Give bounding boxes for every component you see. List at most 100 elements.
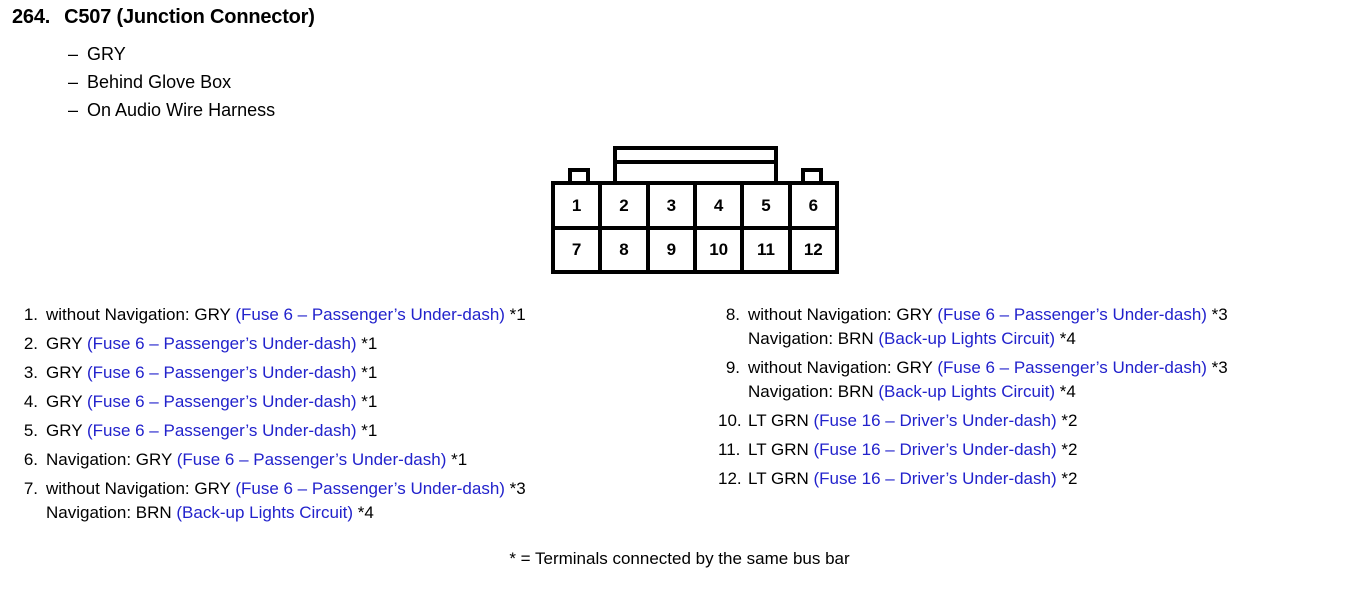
footnote-marker: *1 [356, 334, 378, 353]
pin-description-line: LT GRN (Fuse 16 – Driver’s Under-dash) *… [748, 409, 1348, 433]
pin-description-line: GRY (Fuse 6 – Passenger’s Under-dash) *1 [46, 332, 706, 356]
pin-list-text: LT GRN (Fuse 16 – Driver’s Under-dash) *… [748, 409, 1348, 433]
footnote-marker: *3 [1206, 358, 1228, 377]
pin-list-text: without Navigation: GRY (Fuse 6 – Passen… [748, 356, 1348, 404]
footnote-marker: *2 [1056, 469, 1078, 488]
pin-description-line: GRY (Fuse 6 – Passenger’s Under-dash) *1 [46, 361, 706, 385]
footnote-marker: *3 [1206, 305, 1228, 324]
pin-list-item: 10. LT GRN (Fuse 16 – Driver’s Under-dash… [718, 409, 1348, 433]
pin-list-item: 1. without Navigation: GRY (Fuse 6 – Pass… [16, 303, 706, 327]
pin-list-text: Navigation: GRY (Fuse 6 – Passenger’s Un… [46, 448, 706, 472]
pin-cell-12: 12 [803, 240, 823, 260]
footnote-marker: *1 [356, 363, 378, 382]
attribute-line: –GRY [68, 40, 275, 68]
wire-color-label: LT GRN [748, 469, 814, 488]
pin-list-item: 9. without Navigation: GRY (Fuse 6 – Pass… [718, 356, 1348, 404]
wire-color-label: Navigation: BRN [748, 329, 879, 348]
pin-description-line: LT GRN (Fuse 16 – Driver’s Under-dash) *… [748, 438, 1348, 462]
pin-list-text: GRY (Fuse 6 – Passenger’s Under-dash) *1 [46, 332, 706, 356]
pin-description-line: LT GRN (Fuse 16 – Driver’s Under-dash) *… [748, 467, 1348, 491]
circuit-reference: (Fuse 16 – Driver’s Under-dash) [813, 469, 1057, 488]
circuit-reference: (Back-up Lights Circuit) [878, 329, 1056, 348]
pin-list-number: 11. [718, 440, 741, 459]
footnote-marker: *1 [446, 450, 468, 469]
pin-list-item: 11. LT GRN (Fuse 16 – Driver’s Under-dash… [718, 438, 1348, 462]
footnote-marker: *1 [356, 392, 378, 411]
pin-list-number: 4. [23, 392, 38, 411]
pin-description-line: without Navigation: GRY (Fuse 6 – Passen… [46, 303, 706, 327]
connector-latch-bar [613, 146, 778, 183]
footnote-marker: *4 [353, 503, 374, 522]
dash-icon: – [68, 44, 79, 64]
pin-cell-2: 2 [602, 185, 650, 226]
pin-list-item: 6. Navigation: GRY (Fuse 6 – Passenger’s … [16, 448, 706, 472]
pin-description-line: GRY (Fuse 6 – Passenger’s Under-dash) *1 [46, 419, 706, 443]
pin-list-text: GRY (Fuse 6 – Passenger’s Under-dash) *1 [46, 419, 706, 443]
wire-color-label: GRY [46, 421, 87, 440]
attribute-line: –On Audio Wire Harness [68, 96, 275, 124]
circuit-reference: (Fuse 6 – Passenger’s Under-dash) [937, 305, 1207, 324]
pin-list-number: 2. [23, 334, 38, 353]
pin-description-line: Navigation: BRN (Back-up Lights Circuit)… [748, 327, 1348, 351]
pin-list-text: GRY (Fuse 6 – Passenger’s Under-dash) *1 [46, 361, 706, 385]
attribute-label: GRY [87, 44, 126, 64]
pin-list-number: 8. [725, 305, 740, 324]
page-title: 264. C507 (Junction Connector) [12, 6, 315, 29]
pin-description-line: without Navigation: GRY (Fuse 6 – Passen… [748, 303, 1348, 327]
attribute-line: –Behind Glove Box [68, 68, 275, 96]
attribute-label: On Audio Wire Harness [87, 100, 276, 120]
circuit-reference: (Back-up Lights Circuit) [176, 503, 354, 522]
pin-list-number: 10. [718, 411, 742, 430]
pin-list-number: 3. [23, 363, 38, 382]
pin-description-line: without Navigation: GRY (Fuse 6 – Passen… [748, 356, 1348, 380]
wire-color-label: Navigation: GRY [46, 450, 177, 469]
wire-color-label: GRY [46, 334, 87, 353]
pin-list-item: 5. GRY (Fuse 6 – Passenger’s Under-dash) … [16, 419, 706, 443]
pin-description-line: GRY (Fuse 6 – Passenger’s Under-dash) *1 [46, 390, 706, 414]
wire-color-label: Navigation: BRN [748, 382, 879, 401]
pin-list-number: 1. [23, 305, 38, 324]
pin-list-number: 7. [23, 479, 38, 498]
pin-list-text: without Navigation: GRY (Fuse 6 – Passen… [46, 303, 706, 327]
wire-color-label: without Navigation: GRY [748, 358, 938, 377]
pin-list-text: LT GRN (Fuse 16 – Driver’s Under-dash) *… [748, 438, 1348, 462]
connector-attributes: –GRY–Behind Glove Box–On Audio Wire Harn… [68, 40, 275, 124]
footnote-marker: *2 [1056, 411, 1078, 430]
pin-list-text: without Navigation: GRY (Fuse 6 – Passen… [748, 303, 1348, 351]
pin-list-number: 6. [23, 450, 38, 469]
pin-cell-11: 11 [744, 229, 792, 270]
pin-list-text: LT GRN (Fuse 16 – Driver’s Under-dash) *… [748, 467, 1348, 491]
pin-cell-7: 7 [555, 229, 603, 270]
pin-list-item: 4. GRY (Fuse 6 – Passenger’s Under-dash) … [16, 390, 706, 414]
pin-cell-9: 9 [650, 229, 697, 270]
pin-list-item: 12.LT GRN (Fuse 16 – Driver’s Under-dash… [718, 467, 1348, 491]
pin-cell-3: 3 [650, 185, 697, 226]
pin-cell-8: 8 [602, 229, 650, 270]
connector-title: C507 (Junction Connector) [64, 6, 315, 28]
pin-cell-5: 5 [744, 185, 792, 226]
footnote-marker: *4 [1055, 382, 1076, 401]
pin-list-number: 5. [23, 421, 38, 440]
pin-description-line: without Navigation: GRY (Fuse 6 – Passen… [46, 477, 706, 501]
footnote-marker: *3 [504, 479, 526, 498]
pin-list-item: 8. without Navigation: GRY (Fuse 6 – Pass… [718, 303, 1348, 351]
attribute-label: Behind Glove Box [87, 72, 232, 92]
pin-list-number: 9. [725, 358, 740, 377]
circuit-reference: (Fuse 16 – Driver’s Under-dash) [813, 411, 1057, 430]
wire-color-label: GRY [46, 363, 87, 382]
dash-icon: – [68, 72, 79, 92]
wire-color-label: GRY [46, 392, 87, 411]
pin-cell-10: 10 [697, 229, 745, 270]
footnote-marker: *2 [1056, 440, 1078, 459]
wire-color-label: without Navigation: GRY [748, 305, 938, 324]
latch-inner-line [617, 160, 774, 164]
circuit-reference: (Fuse 6 – Passenger’s Under-dash) [176, 450, 447, 469]
pin-list-text: without Navigation: GRY (Fuse 6 – Passen… [46, 477, 706, 525]
wire-color-label: without Navigation: GRY [46, 479, 236, 498]
wire-color-label: Navigation: BRN [46, 503, 177, 522]
pin-description-line: Navigation: BRN (Back-up Lights Circuit)… [748, 380, 1348, 404]
wire-color-label: without Navigation: GRY [46, 305, 236, 324]
footnote-bus-bar: * = Terminals connected by the same bus … [509, 549, 850, 568]
